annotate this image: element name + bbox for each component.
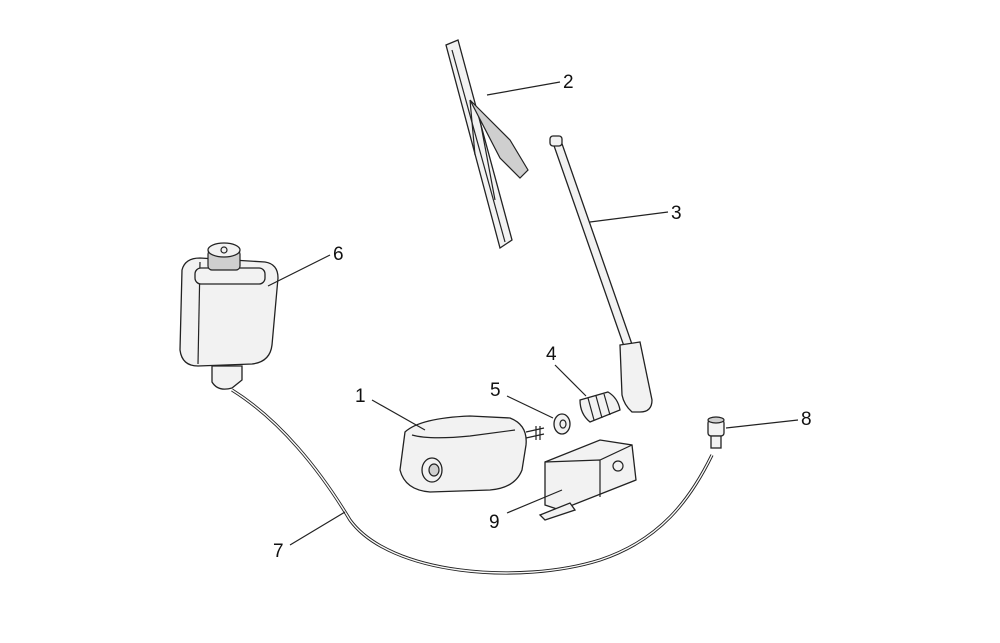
callout-1: 1 <box>355 386 366 407</box>
washer-jet <box>707 416 725 449</box>
callout-8: 8 <box>801 409 812 430</box>
washer-reservoir <box>179 242 279 390</box>
callout-4: 4 <box>546 344 557 365</box>
nut <box>553 413 571 435</box>
washer-pump <box>399 415 545 493</box>
bracket <box>538 439 637 521</box>
wiper-arm <box>549 135 653 413</box>
leader-lines <box>267 81 799 546</box>
callout-5: 5 <box>490 380 501 401</box>
callout-3: 3 <box>671 203 682 224</box>
wiper-blade <box>445 39 529 250</box>
callout-6: 6 <box>333 244 344 265</box>
callout-9: 9 <box>489 512 500 533</box>
washer-hose <box>231 388 714 575</box>
callout-2: 2 <box>563 72 574 93</box>
callout-7: 7 <box>273 541 284 562</box>
spindle-cap <box>579 391 621 423</box>
